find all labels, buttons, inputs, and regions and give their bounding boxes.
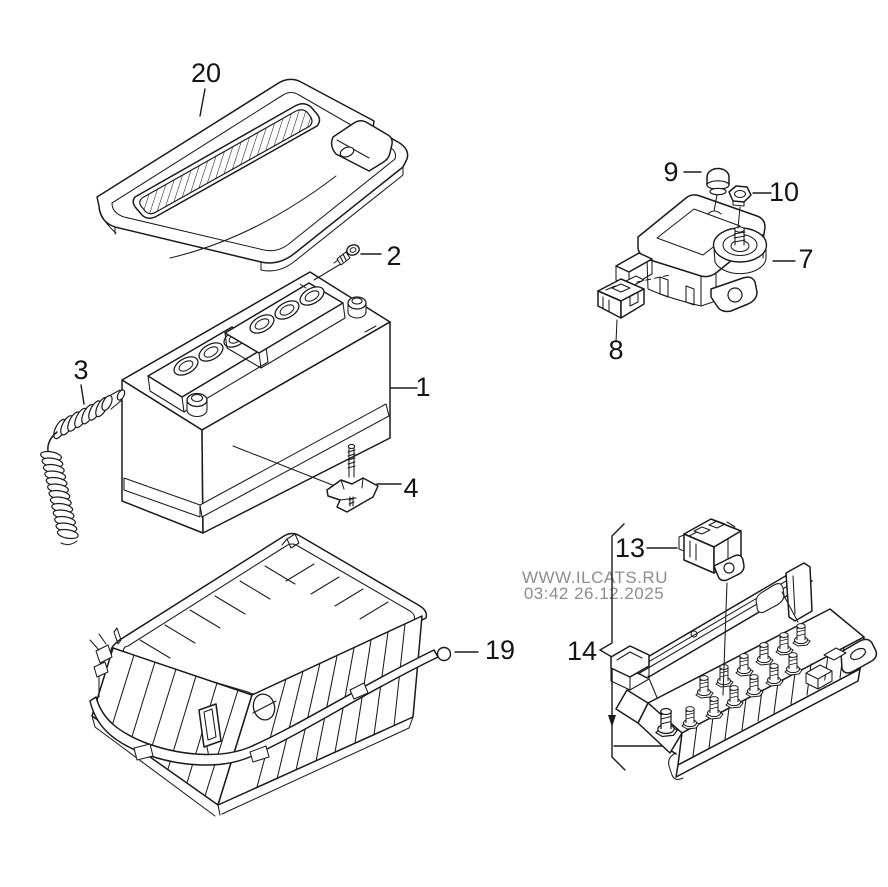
- part-19-battery-tray: [89, 532, 452, 817]
- unit-label-panel: [656, 208, 741, 256]
- cover-inner-rim: [111, 91, 397, 252]
- unit-front-slots: [659, 276, 695, 306]
- tray-base-step: [91, 715, 414, 817]
- bolt-head-inner: [349, 247, 357, 253]
- clamp-leader-to-battery: [232, 445, 341, 489]
- callout-10[interactable]: 10: [752, 177, 799, 207]
- callout-19-number[interactable]: 19: [485, 635, 515, 665]
- clamp-bolt-upper: [347, 443, 356, 478]
- callout-1[interactable]: 1: [390, 372, 431, 402]
- callout-20-number[interactable]: 20: [191, 58, 221, 88]
- tray-back-tab: [281, 533, 300, 549]
- part-7-control-unit: [615, 194, 768, 313]
- callout-13[interactable]: 13: [615, 533, 678, 563]
- callout-14[interactable]: 14: [567, 636, 597, 666]
- battery-base-ridge-front: [199, 403, 390, 518]
- bolt-threads: [333, 253, 347, 264]
- battery-base-ridge-left: [123, 477, 201, 518]
- cable-end-cap: [60, 540, 78, 546]
- nut-body: [728, 185, 752, 203]
- part-20-battery-cover: [96, 78, 409, 272]
- callout-7[interactable]: 7: [772, 244, 814, 274]
- part-8-connector: [597, 274, 671, 343]
- callout-2-number[interactable]: 2: [386, 241, 401, 271]
- cap-stem: [707, 194, 722, 215]
- tray-oval-slot-line: [252, 700, 277, 714]
- tray-inner-wall-ribs: [139, 563, 389, 659]
- part-14-fuse-box: [598, 523, 878, 780]
- part-10-nut: [728, 185, 752, 229]
- watermark-line2: 03:42 26.12.2025: [524, 584, 664, 603]
- part-1-battery: [121, 271, 391, 534]
- callout-1-number[interactable]: 1: [415, 372, 430, 402]
- cover-flap: [330, 119, 393, 172]
- cap-ring: [709, 187, 727, 196]
- callout-7-number[interactable]: 7: [798, 244, 813, 274]
- callout-4[interactable]: 4: [376, 473, 419, 503]
- cover-grille-hatch: [139, 109, 313, 215]
- fusebox-upper-rail: [610, 562, 813, 701]
- cover-thickness-lines: [98, 166, 404, 272]
- callout-3[interactable]: 3: [73, 355, 89, 405]
- tray-corner-tabs: [89, 627, 122, 698]
- callout-20-leader: [199, 88, 206, 117]
- callout-9-number[interactable]: 9: [663, 157, 678, 187]
- cover-flap-hole: [339, 146, 355, 158]
- battery-terminal-front: [186, 392, 208, 418]
- battery-detail-marks: [299, 283, 377, 333]
- part-9-cap: [706, 167, 730, 215]
- connector-details: [602, 283, 639, 313]
- relay-drop-line: [722, 582, 728, 696]
- unit-threaded-stud: [733, 226, 746, 246]
- part-2-bolt: [313, 244, 360, 281]
- clamp-plate: [326, 477, 379, 513]
- relay-left-slots: [689, 540, 697, 561]
- watermark: WWW.ILCATS.RU 03:42 26.12.2025: [522, 568, 668, 603]
- battery-platform-front-edges: [147, 346, 269, 413]
- tray-left-ribs: [110, 654, 239, 797]
- callout-10-number[interactable]: 10: [769, 177, 799, 207]
- part-4-battery-clamp: [232, 443, 379, 513]
- callout-19[interactable]: 19: [454, 635, 515, 665]
- part-13-relay: [678, 518, 745, 696]
- callout-8[interactable]: 8: [608, 335, 623, 365]
- unit-mounting-foot: [710, 276, 758, 313]
- tray-strap-end: [436, 646, 452, 662]
- bolt-head: [346, 244, 360, 256]
- callout-20[interactable]: 20: [191, 58, 221, 117]
- callout-14-number[interactable]: 14: [567, 636, 597, 666]
- cover-outline: [96, 78, 409, 264]
- callout-2[interactable]: 2: [360, 241, 402, 271]
- clamp-bolt-lower: [348, 496, 355, 507]
- callout-3-leader: [80, 384, 85, 405]
- watermark-line1: WWW.ILCATS.RU: [522, 568, 668, 587]
- callout-9[interactable]: 9: [663, 157, 702, 187]
- battery-platform-rear-edges: [224, 302, 346, 369]
- connector-dashed-leader: [636, 274, 671, 283]
- relay-top-details: [688, 520, 736, 537]
- part-3-battery-cable: [39, 389, 126, 546]
- callouts: 20 2 1 3 4 9 10 7 8: [73, 58, 813, 666]
- relay-mount-hole: [723, 562, 735, 574]
- callout-8-number[interactable]: 8: [608, 335, 623, 365]
- battery-terminal-rear: [347, 296, 367, 319]
- nut-stem: [737, 206, 741, 229]
- bracket-14-arrow: [608, 715, 616, 727]
- bracket-14: [598, 523, 626, 771]
- fusebox-carrier: [615, 608, 878, 780]
- connector-label-stem: [615, 319, 618, 343]
- tray-strap: [89, 646, 452, 766]
- relay-side-tab: [678, 534, 685, 552]
- cable-end-terminal: [101, 389, 126, 411]
- callout-13-number[interactable]: 13: [615, 533, 645, 563]
- nut-hole: [733, 189, 747, 199]
- callout-3-number[interactable]: 3: [73, 355, 88, 385]
- nut-skirt: [732, 200, 745, 207]
- bolt-leader-to-battery: [313, 261, 345, 281]
- cable-bend: [47, 431, 58, 452]
- callout-4-number[interactable]: 4: [403, 473, 418, 503]
